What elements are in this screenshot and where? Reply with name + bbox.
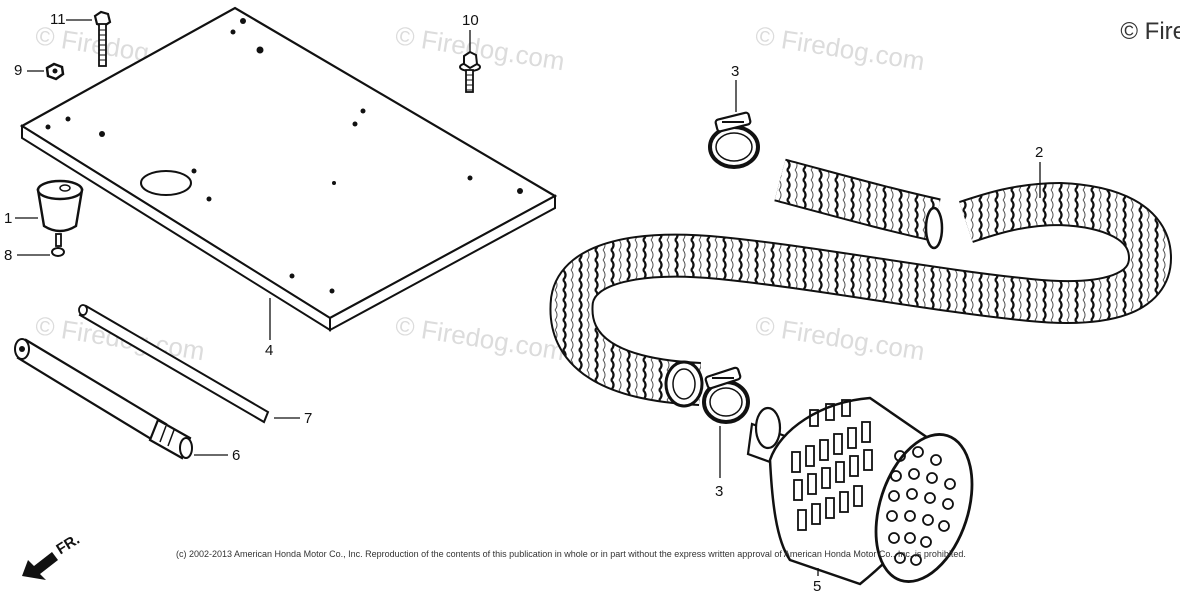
callout-part-7: 7 bbox=[304, 410, 313, 427]
base-plate bbox=[19, 6, 558, 332]
strainer bbox=[746, 396, 974, 586]
callout-part-11: 11 bbox=[50, 11, 66, 28]
bolt bbox=[93, 10, 112, 67]
callout-part-5: 5 bbox=[813, 578, 822, 595]
hose-clamp bbox=[708, 111, 760, 169]
callout-part-6: 6 bbox=[232, 447, 241, 464]
callout-part-9: 9 bbox=[14, 62, 23, 79]
callout-part-2: 2 bbox=[1035, 144, 1044, 161]
hose-clamp bbox=[702, 366, 750, 424]
copyright-corner-text: © Fire bbox=[1120, 18, 1180, 45]
callout-part-3: 3 bbox=[715, 483, 724, 500]
callout-part-1: 1 bbox=[4, 210, 13, 227]
pipe bbox=[14, 338, 193, 460]
callout-part-4: 4 bbox=[265, 342, 274, 359]
flange-bolt bbox=[459, 50, 481, 93]
screw bbox=[51, 233, 65, 257]
rod bbox=[78, 304, 270, 424]
copyright-footer: (c) 2002-2013 American Honda Motor Co., … bbox=[176, 549, 966, 559]
callout-part-10: 10 bbox=[462, 12, 479, 29]
front-direction-arrow bbox=[22, 552, 58, 580]
callout-part-8: 8 bbox=[4, 247, 13, 264]
callout-part-3: 3 bbox=[731, 63, 740, 80]
leader-lines bbox=[15, 19, 1041, 576]
rubber-foot bbox=[36, 179, 84, 233]
nut bbox=[45, 62, 65, 81]
corrugated-hose bbox=[549, 158, 1173, 408]
